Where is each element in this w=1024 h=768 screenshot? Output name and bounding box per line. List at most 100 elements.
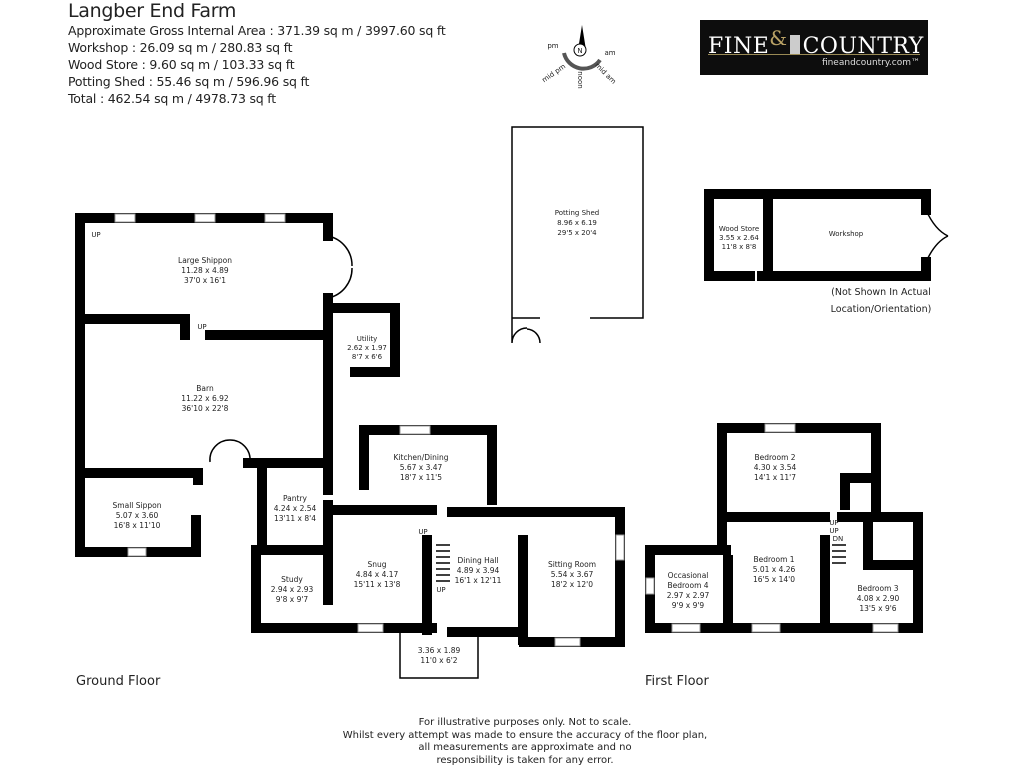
- window: [357, 623, 384, 633]
- room-bedroom-3: Bedroom 3 4.08 x 2.90 13'5 x 9'6: [857, 584, 900, 613]
- stairs-up: UP: [829, 527, 838, 535]
- area-gross: Approximate Gross Internal Area : 371.39…: [68, 23, 446, 38]
- area-wood-store: Wood Store : 9.60 sq m / 103.33 sq ft: [68, 57, 295, 72]
- first-floor-stairs: UP UP DN: [829, 519, 846, 564]
- svg-text:Small Sippon: Small Sippon: [113, 501, 162, 510]
- disclaimer-line: Whilst every attempt was made to ensure …: [342, 729, 708, 741]
- svg-text:36'10 x 22'8: 36'10 x 22'8: [182, 404, 229, 413]
- room-small-sippon: Small Sippon 5.07 x 3.60 16'8 x 11'10: [113, 501, 162, 530]
- svg-text:Bedroom 1: Bedroom 1: [753, 555, 794, 564]
- room-pantry: Pantry 4.24 x 2.54 13'11 x 8'4: [274, 494, 317, 523]
- room-barn: Barn 11.22 x 6.92 36'10 x 22'8: [181, 384, 229, 413]
- wood-store-workshop: Wood Store 3.55 x 2.64 11'8 x 8'8 Worksh…: [704, 189, 949, 281]
- stairs-up: UP: [197, 323, 206, 331]
- svg-text:3.36 x 1.89: 3.36 x 1.89: [418, 646, 461, 655]
- room-large-shippon: Large Shippon 11.28 x 4.89 37'0 x 16'1: [178, 256, 232, 285]
- svg-text:Pantry: Pantry: [283, 494, 308, 503]
- double-door-workshop: [925, 209, 949, 263]
- window: [264, 213, 286, 223]
- property-title: Langber End Farm: [68, 0, 237, 22]
- double-door-shippon: [327, 235, 353, 299]
- compass-mid-pm: mid pm: [541, 62, 568, 84]
- double-door-barn: [209, 439, 251, 463]
- svg-text:4.08 x 2.90: 4.08 x 2.90: [857, 594, 900, 603]
- svg-text:2.94 x 2.93: 2.94 x 2.93: [271, 585, 314, 594]
- svg-text:5.07 x 3.60: 5.07 x 3.60: [116, 511, 159, 520]
- area-workshop: Workshop : 26.09 sq m / 280.83 sq ft: [68, 40, 293, 55]
- svg-text:16'1 x 12'11: 16'1 x 12'11: [455, 576, 502, 585]
- svg-text:37'0 x 16'1: 37'0 x 16'1: [184, 276, 226, 285]
- room-study: Study 2.94 x 2.93 9'8 x 9'7: [271, 575, 314, 604]
- room-bedroom-2: Bedroom 2 4.30 x 3.54 14'1 x 11'7: [754, 453, 797, 482]
- window: [872, 623, 899, 633]
- logo-url: fineandcountry.com™: [821, 58, 920, 68]
- window: [554, 637, 581, 647]
- fine-and-country-logo: FINE&COUNTRY fineandcountry.com™: [700, 20, 928, 75]
- compass-north: N: [577, 47, 582, 55]
- window: [615, 534, 625, 561]
- svg-text:29'5 x 20'4: 29'5 x 20'4: [557, 229, 597, 237]
- svg-text:11.22 x 6.92: 11.22 x 6.92: [181, 394, 229, 403]
- svg-text:2.97 x 2.97: 2.97 x 2.97: [667, 591, 710, 600]
- ground-floor-walls: [75, 213, 625, 679]
- window: [645, 577, 655, 595]
- compass-am: am: [604, 49, 615, 57]
- svg-text:Large Shippon: Large Shippon: [178, 256, 232, 265]
- svg-text:4.24 x 2.54: 4.24 x 2.54: [274, 504, 317, 513]
- svg-text:13'11 x 8'4: 13'11 x 8'4: [274, 514, 316, 523]
- svg-text:15'11 x 13'8: 15'11 x 13'8: [354, 580, 401, 589]
- svg-text:Snug: Snug: [367, 560, 386, 569]
- outbuildings-note-1: (Not Shown In Actual: [831, 287, 931, 298]
- compass-noon: noon: [576, 71, 584, 88]
- logo-rule: [708, 54, 920, 55]
- room-porch: 3.36 x 1.89 11'0 x 6'2: [418, 646, 461, 665]
- svg-text:18'7 x 11'5: 18'7 x 11'5: [400, 473, 442, 482]
- svg-text:Study: Study: [281, 575, 303, 584]
- stairs-up: UP: [436, 586, 445, 594]
- svg-text:11'8 x 8'8: 11'8 x 8'8: [722, 243, 757, 251]
- svg-text:9'9 x 9'9: 9'9 x 9'9: [672, 601, 705, 610]
- first-floor-walls: [645, 423, 923, 633]
- svg-text:16'8 x 11'10: 16'8 x 11'10: [114, 521, 161, 530]
- compass-mid-am: mid am: [593, 61, 618, 86]
- area-total: Total : 462.54 sq m / 4978.73 sq ft: [68, 91, 276, 106]
- svg-text:Bedroom 2: Bedroom 2: [754, 453, 795, 462]
- svg-text:5.01 x 4.26: 5.01 x 4.26: [753, 565, 796, 574]
- window: [399, 425, 431, 435]
- window: [194, 213, 216, 223]
- first-floor-label: First Floor: [645, 674, 709, 689]
- svg-text:Potting Shed: Potting Shed: [555, 209, 599, 217]
- room-kitchen-dining: Kitchen/Dining 5.67 x 3.47 18'7 x 11'5: [394, 453, 449, 482]
- svg-text:13'5 x 9'6: 13'5 x 9'6: [859, 604, 896, 613]
- area-potting-shed: Potting Shed : 55.46 sq m / 596.96 sq ft: [68, 74, 310, 89]
- svg-text:11'0 x 6'2: 11'0 x 6'2: [420, 656, 457, 665]
- disclaimer-line: all measurements are approximate and no: [418, 742, 632, 753]
- svg-text:Workshop: Workshop: [829, 230, 864, 238]
- window: [751, 623, 781, 633]
- disclaimer: For illustrative purposes only. Not to s…: [340, 717, 710, 767]
- svg-text:5.67 x 3.47: 5.67 x 3.47: [400, 463, 443, 472]
- compass-icon: N pm am mid pm noon mid am: [541, 25, 618, 89]
- stairs-labels: UP UP UP UP: [91, 231, 450, 594]
- svg-text:Sitting Room: Sitting Room: [548, 560, 596, 569]
- room-utility: Utility 2.62 x 1.97 8'7 x 6'6: [347, 335, 387, 361]
- svg-text:4.89 x 3.94: 4.89 x 3.94: [457, 566, 500, 575]
- stairs-up: UP: [829, 519, 838, 527]
- svg-text:4.30 x 3.54: 4.30 x 3.54: [754, 463, 797, 472]
- ground-floor-label: Ground Floor: [76, 674, 161, 689]
- svg-text:Utility: Utility: [357, 335, 378, 343]
- room-dining-hall: Dining Hall 4.89 x 3.94 16'1 x 12'11: [455, 556, 502, 585]
- potting-shed: Potting Shed 8.96 x 6.19 29'5 x 20'4: [511, 126, 644, 319]
- room-bedroom-1: Bedroom 1 5.01 x 4.26 16'5 x 14'0: [753, 555, 796, 584]
- room-snug: Snug 4.84 x 4.17 15'11 x 13'8: [354, 560, 401, 589]
- svg-text:Dining Hall: Dining Hall: [458, 556, 499, 565]
- svg-text:Wood Store: Wood Store: [719, 225, 759, 233]
- column-icon: [789, 35, 800, 55]
- double-door-potting-shed: [511, 318, 541, 344]
- header: Langber End Farm Approximate Gross Inter…: [68, 0, 446, 107]
- window: [764, 423, 796, 433]
- svg-text:8'7 x 6'6: 8'7 x 6'6: [352, 353, 383, 361]
- svg-text:9'8 x 9'7: 9'8 x 9'7: [276, 595, 309, 604]
- compass-pm: pm: [547, 42, 558, 50]
